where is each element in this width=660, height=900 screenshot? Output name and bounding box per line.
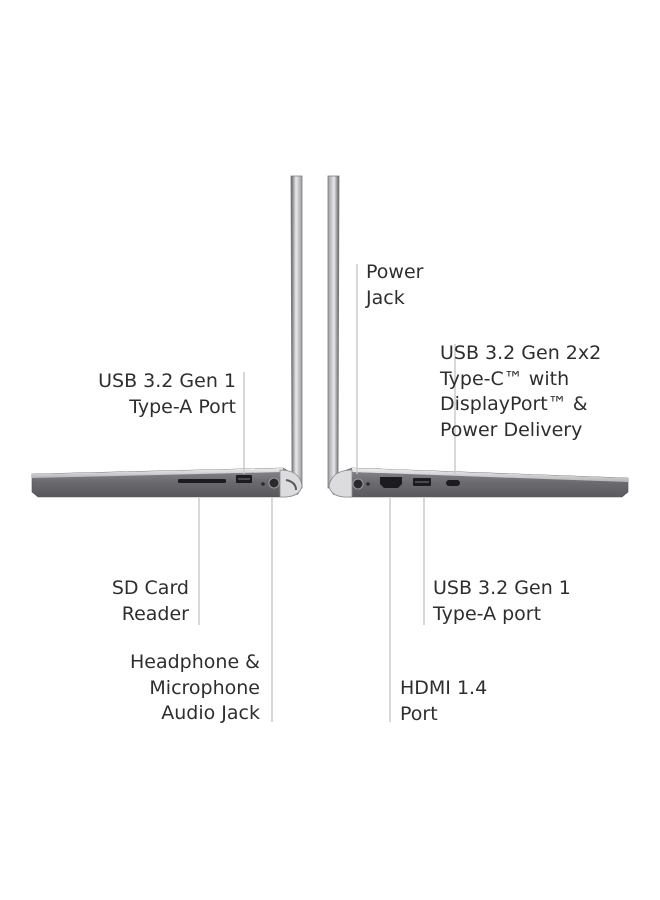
label-left-sd-card: SD Card Reader xyxy=(111,577,189,625)
callout-lines xyxy=(198,264,456,722)
left-laptop-top-edge xyxy=(32,468,283,478)
left-laptop xyxy=(31,175,303,498)
right-laptop xyxy=(327,175,629,498)
label-right-power-jack: Power Jack xyxy=(366,261,424,309)
left-sd-card-slot xyxy=(178,479,226,483)
right-laptop-lid xyxy=(327,175,340,489)
label-right-usb-a: USB 3.2 Gen 1 Type-A port xyxy=(433,577,571,625)
right-hdmi-port xyxy=(380,477,402,488)
right-laptop-top-edge xyxy=(352,468,628,482)
label-left-audio-jack: Headphone & Microphone Audio Jack xyxy=(130,651,260,724)
right-usb-c-port xyxy=(446,480,460,486)
right-power-jack xyxy=(352,478,364,490)
left-laptop-lid xyxy=(290,175,303,489)
left-audio-jack xyxy=(268,477,280,489)
right-laptop-hinge xyxy=(328,469,353,498)
label-left-usb-a: USB 3.2 Gen 1 Type-A Port xyxy=(98,370,236,418)
label-right-hdmi: HDMI 1.4 Port xyxy=(400,677,488,725)
label-right-usb-c: USB 3.2 Gen 2x2 Type-C™ with DisplayPort… xyxy=(440,342,602,441)
left-laptop-hinge xyxy=(279,469,303,498)
